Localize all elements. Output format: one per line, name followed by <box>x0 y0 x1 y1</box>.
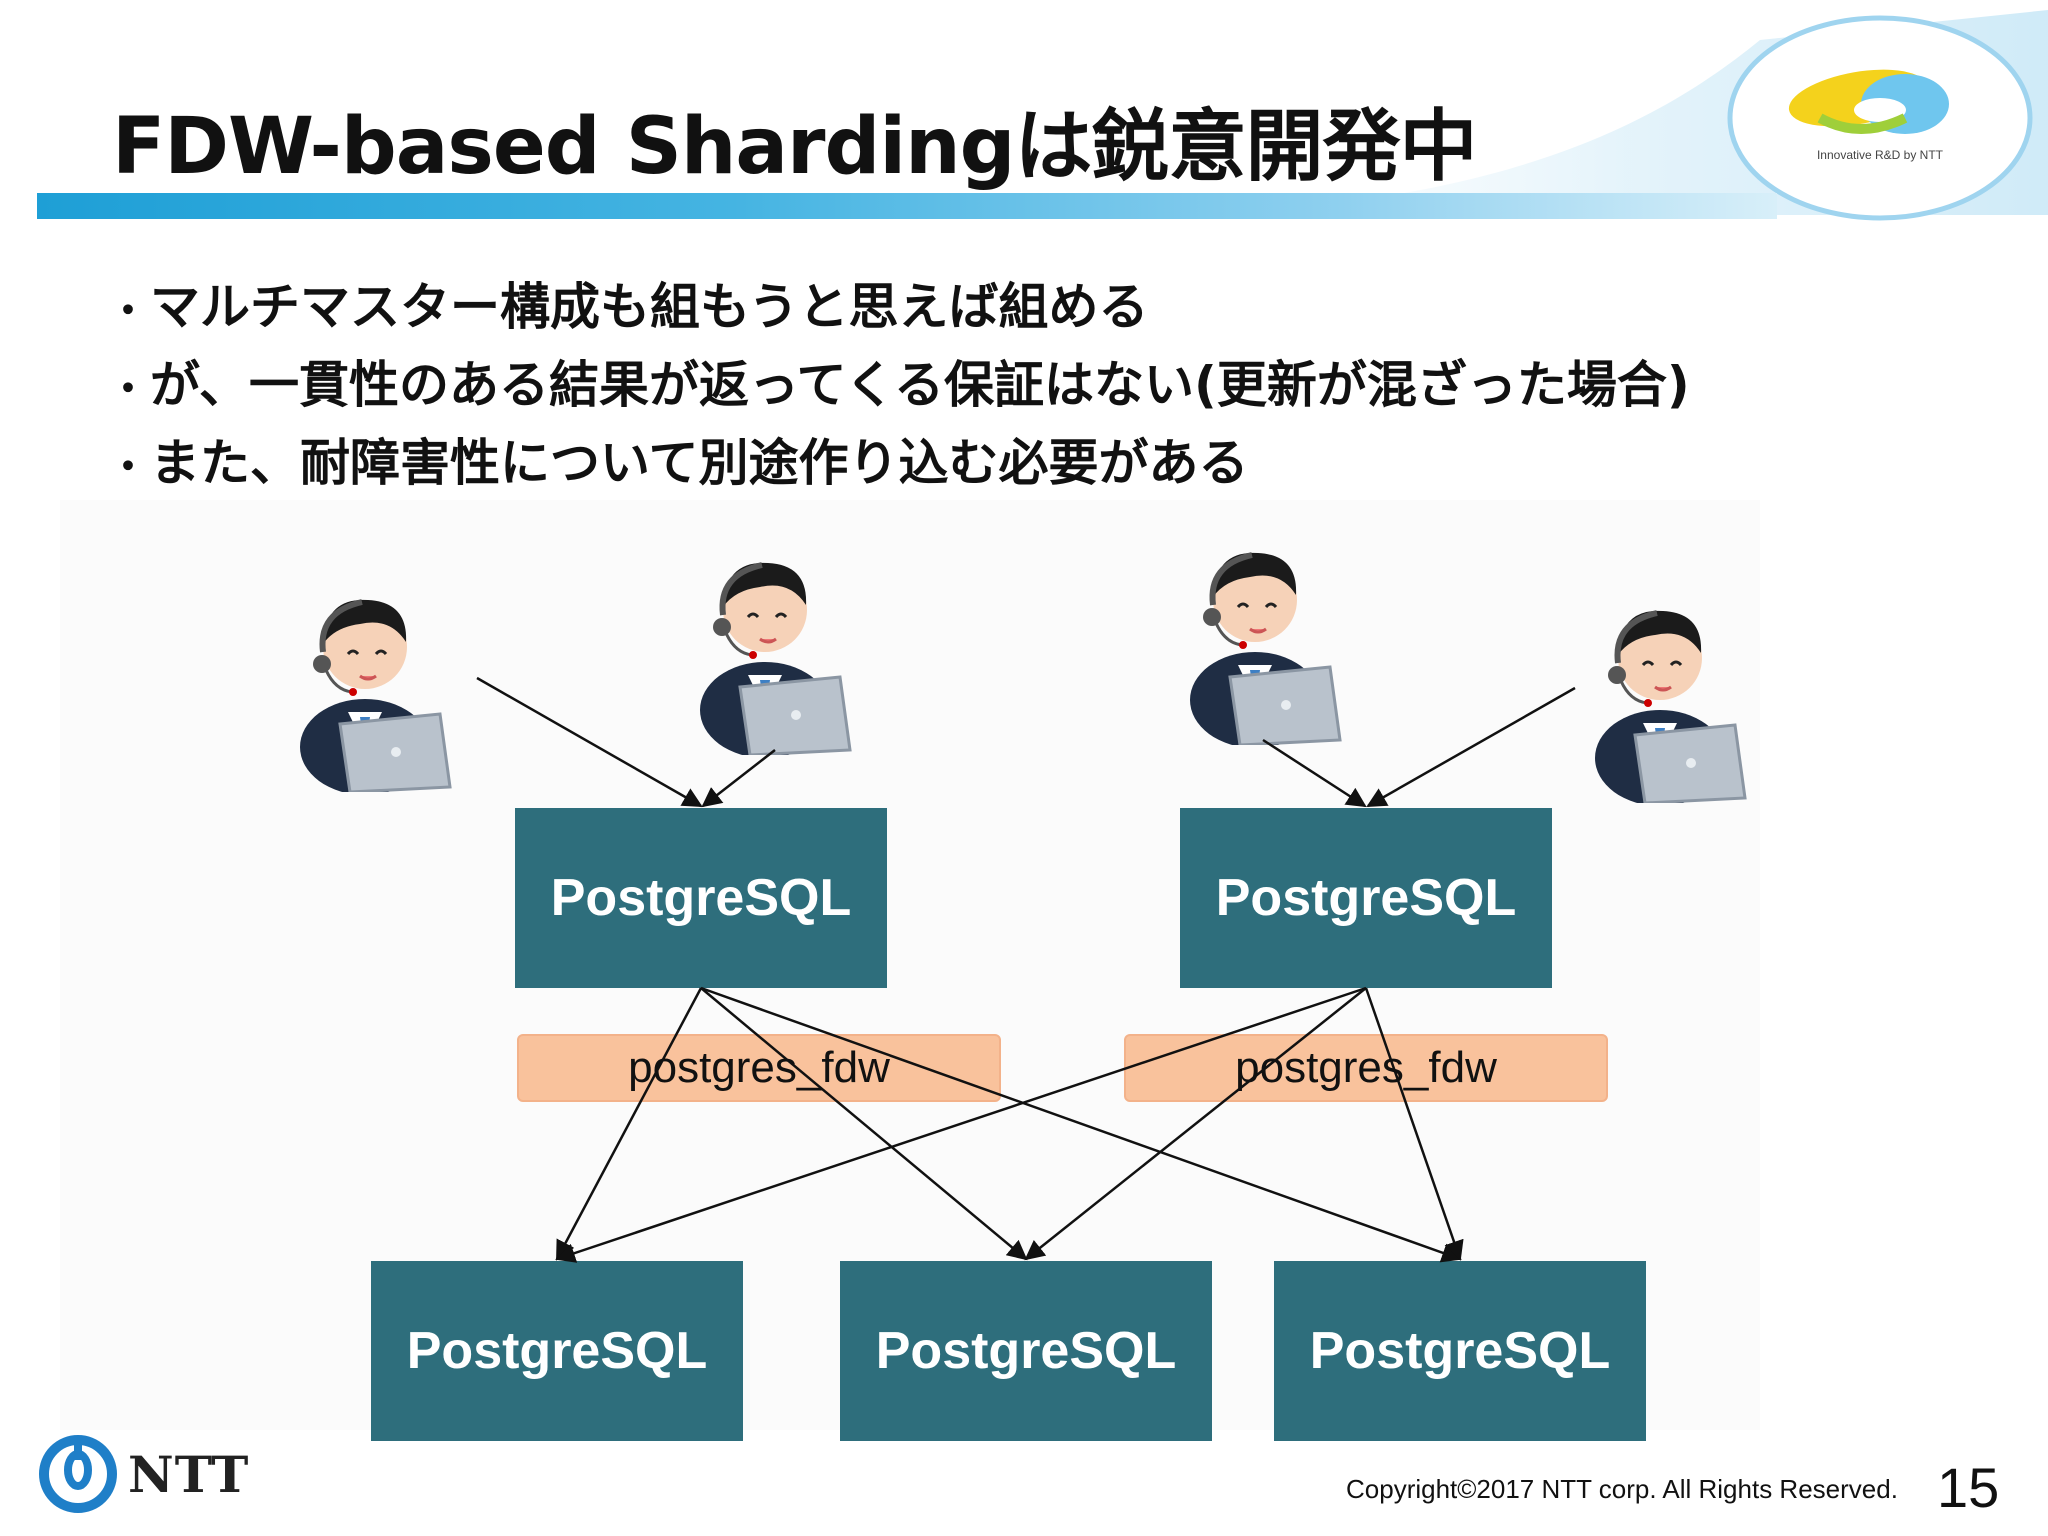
bullet-marker: ・ <box>108 366 148 412</box>
user-operator-icon <box>300 599 452 792</box>
fdw-label: postgres_fdw <box>1124 1034 1608 1102</box>
badge-text: Innovative R&D by NTT <box>1816 148 1944 162</box>
shard-node: PostgreSQL <box>840 1261 1212 1441</box>
coordinator-to-shard-arrow <box>700 986 1462 1263</box>
page-title: FDW-based Shardingは鋭意開発中 <box>112 102 1477 192</box>
bullet-text: また、耐障害性について別途作り込む必要がある <box>150 434 1249 492</box>
bullet-item: ・また、耐障害性について別途作り込む必要がある <box>108 424 1690 502</box>
coordinator-to-shard-arrow <box>700 987 1028 1261</box>
coordinator-to-shard-arrow <box>1024 987 1367 1261</box>
shard-node: PostgreSQL <box>371 1261 743 1441</box>
user-to-coordinator-arrow <box>1262 738 1367 808</box>
user-to-coordinator-arrow <box>1366 686 1576 808</box>
ntt-logo-icon <box>39 1435 117 1513</box>
ntt-logo-text: NTT <box>128 1445 250 1504</box>
user-operator-icon <box>1190 552 1342 745</box>
fdw-label: postgres_fdw <box>517 1034 1001 1102</box>
user-operator-icon <box>700 562 852 755</box>
coordinator-node: PostgreSQL <box>515 808 887 988</box>
coordinator-to-shard-arrow <box>555 987 703 1261</box>
page-number: 15 <box>1937 1456 2000 1519</box>
bullet-text: マルチマスター構成も組もうと思えば組める <box>150 278 1149 336</box>
coordinator-to-shard-arrow <box>555 986 1367 1263</box>
user-to-coordinator-arrow <box>476 676 703 808</box>
bullet-item: ・マルチマスター構成も組もうと思えば組める <box>108 268 1690 346</box>
bullet-list: ・マルチマスター構成も組もうと思えば組める ・が、一貫性のある結果が返ってくる保… <box>108 268 1690 502</box>
coordinator-node: PostgreSQL <box>1180 808 1552 988</box>
shard-node: PostgreSQL <box>1274 1261 1646 1441</box>
bullet-marker: ・ <box>108 288 148 334</box>
header-badge-swoosh <box>1200 10 2048 221</box>
coordinator-to-shard-arrow <box>1364 987 1464 1261</box>
copyright-text: Copyright©2017 NTT corp. All Rights Rese… <box>1346 1474 1898 1504</box>
bullet-marker: ・ <box>108 444 148 490</box>
bullet-item: ・が、一貫性のある結果が返ってくる保証はない(更新が混ざった場合) <box>108 346 1690 424</box>
user-operator-icon <box>1595 610 1747 803</box>
header-underline-bar <box>37 193 1777 219</box>
user-to-coordinator-arrow <box>701 749 776 808</box>
bullet-text: が、一貫性のある結果が返ってくる保証はない(更新が混ざった場合) <box>150 356 1690 414</box>
